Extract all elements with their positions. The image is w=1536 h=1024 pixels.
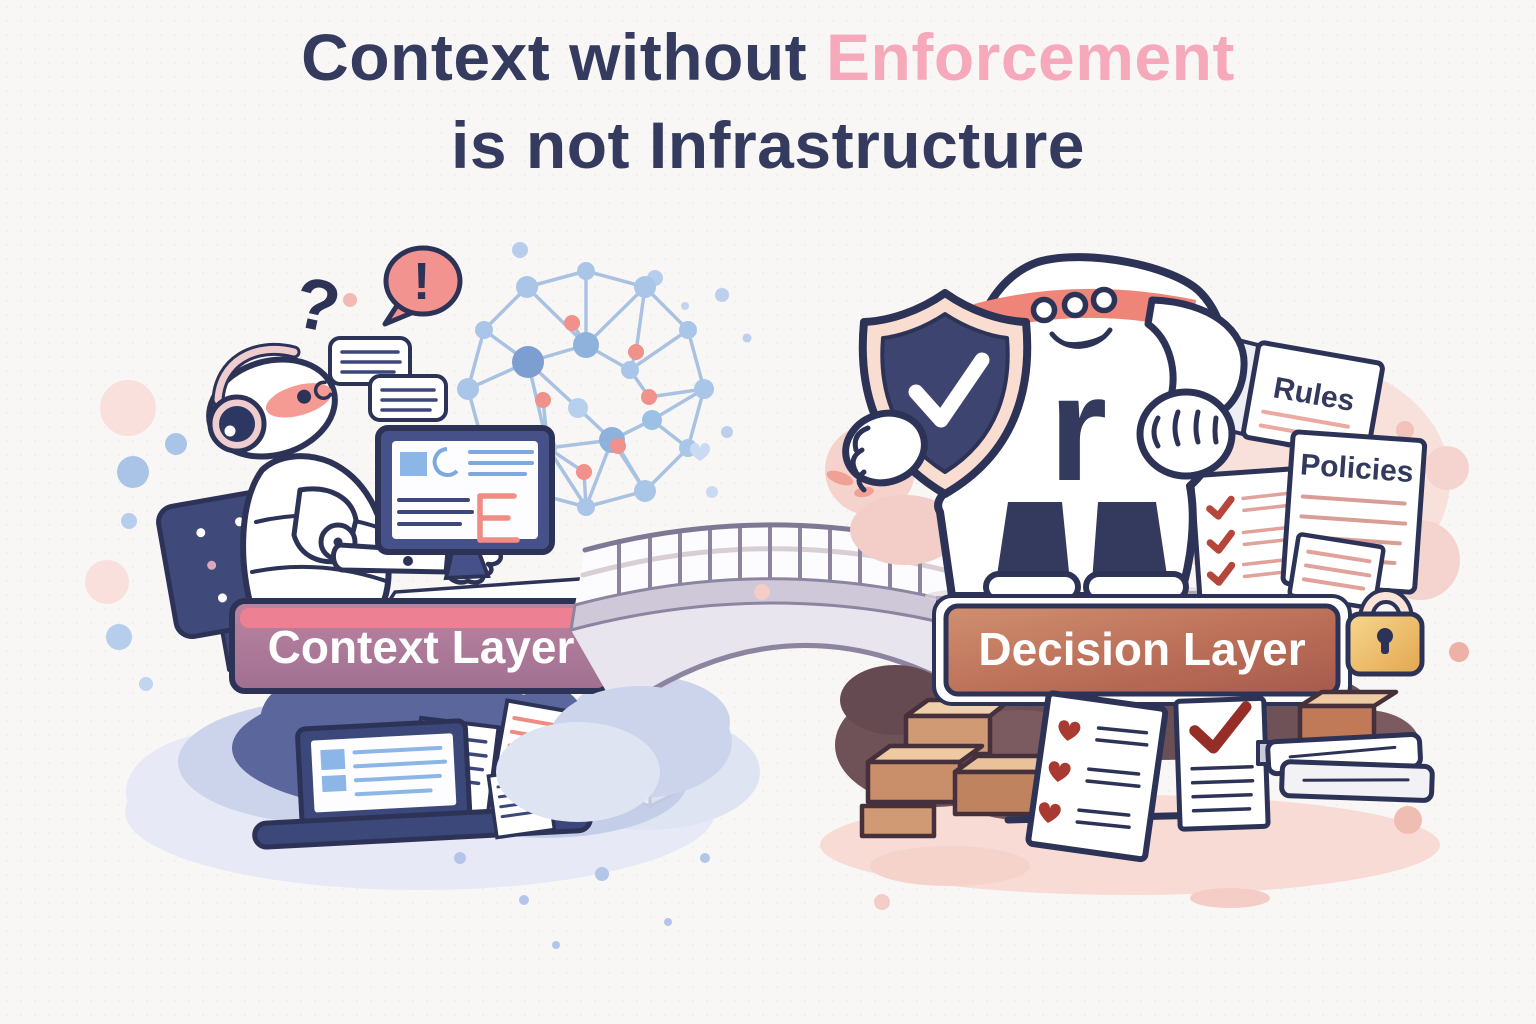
decision-layer-label: Decision Layer [978, 623, 1305, 675]
heart-icon [690, 443, 710, 461]
context-layer-banner: Context Layer [229, 598, 613, 694]
scatter-dots-left [454, 852, 710, 949]
headline-line1-accent: Enforcement [826, 20, 1235, 94]
headline-line2: is not Infrastructure [451, 107, 1085, 182]
padlock-icon [1345, 588, 1425, 677]
background-blobs-left [85, 242, 689, 691]
mascot-eyes [1030, 286, 1118, 324]
policies-label: Policies [1299, 448, 1414, 489]
question-mark-icon: ? [287, 262, 347, 349]
shield-checkmark [908, 352, 990, 428]
check-card-checkmark [1189, 701, 1252, 754]
chat-bubbles-icon [328, 336, 448, 422]
headline: Context without Enforcement is not Infra… [0, 14, 1536, 190]
robot-character [156, 342, 504, 672]
svg-text:!: ! [413, 253, 430, 311]
headline-line1: Context without Enforcement [0, 14, 1536, 102]
mascot-fist [1136, 388, 1236, 480]
headphones-icon [207, 342, 301, 454]
exclamation-bubble-icon: ! [382, 245, 463, 327]
mascot-left-hand [842, 409, 928, 493]
laptop-icon [252, 718, 593, 850]
monitor-icon [375, 425, 555, 581]
check-card [1173, 695, 1271, 832]
decision-layer-banner: Decision Layer [932, 594, 1352, 706]
bridge [496, 522, 1026, 822]
mascot-leg-left [996, 502, 1070, 582]
books-stack [1256, 689, 1435, 803]
mascot-letter: r [1049, 344, 1107, 512]
brick-stack-left [859, 697, 1076, 839]
mascot-leg-right [1092, 502, 1168, 582]
context-layer-label: Context Layer [268, 621, 575, 673]
headline-line1-normal: Context without [301, 20, 826, 94]
mascot-right-arm [1144, 296, 1248, 422]
hearts-checklist-card [1025, 690, 1169, 863]
error-glyph [477, 493, 520, 543]
